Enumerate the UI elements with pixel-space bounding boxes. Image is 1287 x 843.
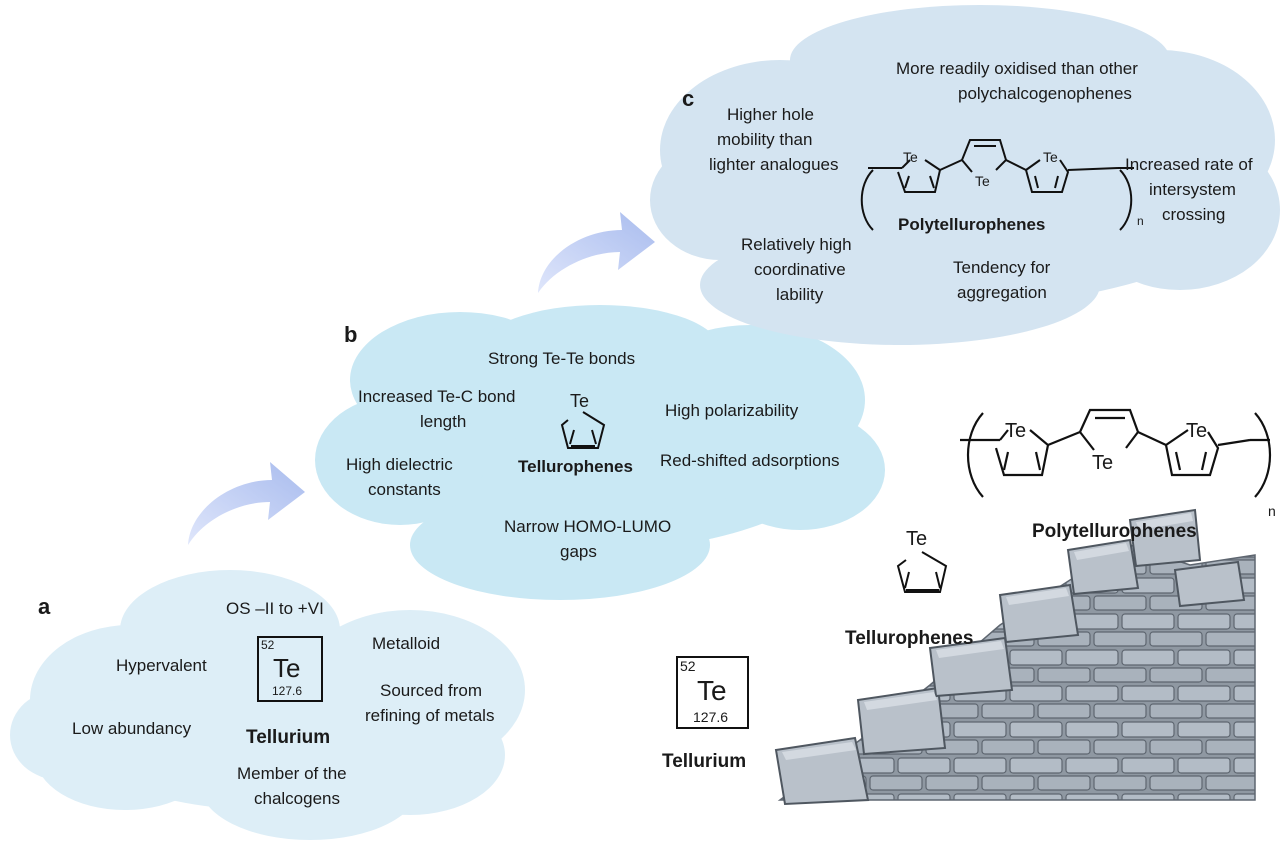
tellurophene-atom-b: Te — [570, 391, 590, 411]
element-mass-a: 127.6 — [272, 684, 303, 698]
property-hole-mobility-line1: Higher hole — [727, 105, 814, 124]
property-dielectric-line2: constants — [368, 480, 441, 499]
property-isc-line2: intersystem — [1149, 180, 1236, 199]
element-name-a: Tellurium — [246, 727, 331, 748]
polymer-atom-staircase-1: Te — [1005, 420, 1027, 442]
panel-label-a: a — [38, 594, 51, 619]
property-red-shifted: Red-shifted adsorptions — [660, 451, 840, 470]
property-oxidised-line1: More readily oxidised than other — [896, 59, 1138, 78]
property-dielectric-line1: High dielectric — [346, 455, 453, 474]
property-sourced-line1: Sourced from — [380, 681, 483, 700]
property-bond-length-line1: Increased Te-C bond — [358, 387, 516, 406]
property-metalloid: Metalloid — [372, 634, 441, 653]
element-symbol-a: Te — [273, 653, 301, 683]
property-oxidised-line2: polychalcogenophenes — [958, 84, 1132, 103]
property-hole-mobility-line3: lighter analogues — [709, 155, 839, 174]
element-box-a — [257, 636, 323, 702]
tellurophene-name-staircase: Tellurophenes — [845, 628, 974, 649]
element-number-a: 52 — [261, 638, 275, 652]
element-mass-staircase: 127.6 — [693, 709, 729, 725]
property-aggregation-line1: Tendency for — [953, 258, 1051, 277]
cloud-c — [650, 5, 1280, 345]
property-homo-lumo-line1: Narrow HOMO-LUMO — [504, 517, 672, 536]
tellurophene-ring-b — [560, 411, 606, 449]
property-sourced-line2: refining of metals — [365, 706, 495, 725]
property-lability-line3: lability — [776, 285, 824, 304]
property-hypervalent: Hypervalent — [116, 656, 207, 675]
polymer-atom-staircase-3: Te — [1186, 420, 1208, 442]
panel-label-b: b — [344, 322, 358, 347]
arrow-b-to-c — [538, 212, 655, 293]
element-symbol-staircase: Te — [697, 675, 727, 706]
property-hole-mobility-line2: mobility than — [717, 130, 813, 149]
polytellurophene-structure-staircase — [960, 408, 1272, 498]
element-name-staircase: Tellurium — [662, 751, 747, 772]
polymer-subscript-c: n — [1137, 214, 1144, 228]
tellurophene-name-b: Tellurophenes — [518, 457, 633, 476]
property-lability-line2: coordinative — [754, 260, 846, 279]
cloud-a — [10, 570, 525, 840]
polymer-name-c: Polytellurophenes — [898, 215, 1046, 234]
property-polarizability: High polarizability — [665, 401, 799, 420]
property-oxidation-states: OS –II to +VI — [226, 599, 324, 618]
property-isc-line3: crossing — [1162, 205, 1226, 224]
property-homo-lumo-line2: gaps — [560, 542, 597, 561]
property-lability-line1: Relatively high — [741, 235, 852, 254]
polymer-atom-c-3: Te — [1043, 149, 1058, 165]
property-member-line1: Member of the — [237, 764, 347, 783]
tellurophene-ring-staircase — [896, 551, 948, 593]
tellurophene-atom-staircase: Te — [906, 528, 928, 550]
panel-label-c: c — [682, 86, 695, 111]
property-low-abundancy: Low abundancy — [72, 719, 192, 738]
polymer-name-staircase: Polytellurophenes — [1032, 521, 1197, 542]
polymer-atom-c-2: Te — [975, 173, 990, 189]
cloud-b — [315, 305, 885, 600]
property-bond-length-line2: length — [420, 412, 467, 431]
polymer-subscript-staircase: n — [1268, 503, 1276, 519]
property-member-line2: chalcogens — [254, 789, 341, 808]
property-strong-bonds: Strong Te-Te bonds — [488, 349, 636, 368]
property-isc-line1: Increased rate of — [1125, 155, 1253, 174]
staircase-wall — [774, 508, 1256, 806]
element-number-staircase: 52 — [680, 658, 696, 674]
polytellurophene-structure-c — [860, 139, 1134, 231]
polymer-atom-c-1: Te — [903, 149, 918, 165]
polymer-atom-staircase-2: Te — [1092, 452, 1114, 474]
property-aggregation-line2: aggregation — [957, 283, 1047, 302]
element-box-staircase — [676, 656, 749, 729]
arrow-a-to-b — [188, 462, 305, 545]
